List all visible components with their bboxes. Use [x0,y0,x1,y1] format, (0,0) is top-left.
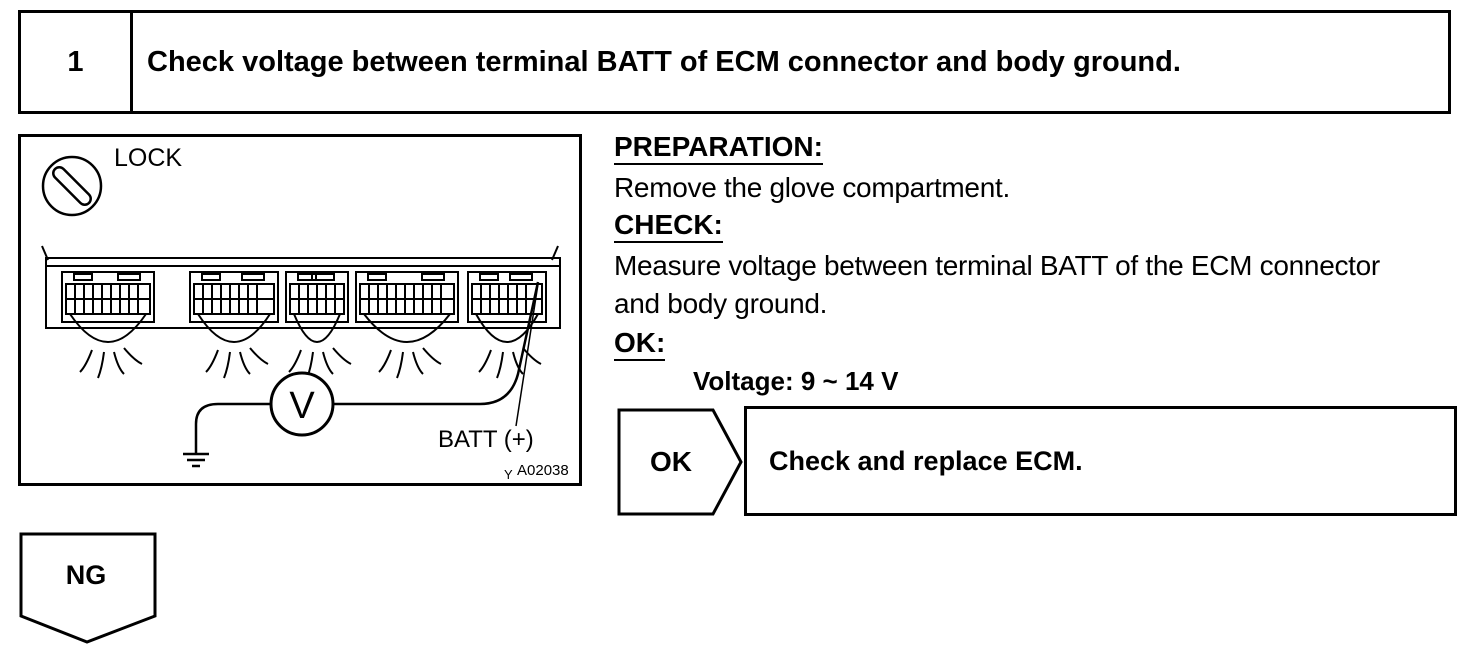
step-header: 1 Check voltage between terminal BATT of… [18,10,1451,114]
connector-block [61,271,155,323]
ok-tag-arrow [617,408,743,516]
voltmeter-icon: V [269,371,335,437]
connector-block [355,271,459,323]
lock-label: LOCK [114,144,182,172]
voltage-spec: Voltage: 9 ~ 14 V [693,366,899,396]
preparation-text: Remove the glove compartment. [614,172,1010,203]
ng-tag-arrow [19,532,157,644]
figure-code-prefix: Y [504,467,513,482]
ok-result-box: Check and replace ECM. [744,406,1457,516]
check-heading: CHECK: [614,210,723,243]
ok-heading: OK: [614,328,666,361]
ng-tag-label: NG [65,560,107,590]
connector-block [467,271,547,323]
voltmeter-label: V [289,385,315,427]
ecm-connector-icon [41,245,561,379]
step-number: 1 [21,13,133,111]
meter-wiring [183,281,540,468]
check-text-line2: and body ground. [614,288,828,319]
preparation-heading: PREPARATION: [614,132,823,165]
connector-block [285,271,349,323]
figure-code: A02038 [517,462,569,479]
ok-result-text: Check and replace ECM. [769,445,1083,476]
step-title: Check voltage between terminal BATT of E… [147,45,1181,78]
check-text-line1: Measure voltage between terminal BATT of… [614,250,1380,281]
batt-terminal-label: BATT (+) [438,426,534,453]
ok-tag-label: OK [650,446,692,477]
ecm-connector-figure: LOCK V BATT (+) Y A02038 [18,134,582,486]
ignition-lock-icon [41,155,103,217]
connector-block [189,271,279,323]
